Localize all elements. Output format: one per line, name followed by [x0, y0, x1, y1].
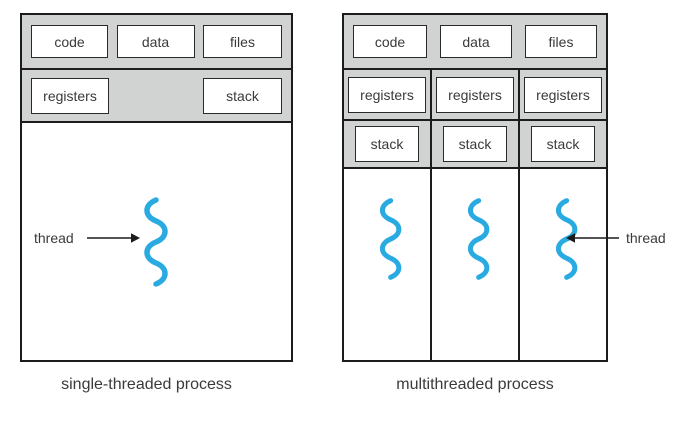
- code-label: code: [374, 33, 406, 50]
- stack-cell: stack: [355, 126, 419, 162]
- registers-label: registers: [43, 87, 97, 104]
- registers-cell: registers: [524, 76, 602, 113]
- thread-squiggle-icon: [467, 198, 490, 280]
- thread-column-1: registers stack: [344, 70, 432, 360]
- thread-arrow-right-icon: [87, 233, 140, 243]
- data-label: data: [141, 33, 170, 50]
- files-label: files: [230, 33, 255, 50]
- registers-label: registers: [360, 86, 414, 103]
- stack-band: stack: [520, 121, 606, 169]
- stack-label: stack: [226, 87, 259, 104]
- process-resources-band: code data files: [344, 15, 606, 70]
- registers-band: registers: [432, 70, 518, 121]
- stack-band: stack: [432, 121, 518, 169]
- caption-single-threaded: single-threaded process: [61, 376, 232, 393]
- files-cell: files: [525, 25, 597, 58]
- registers-band: registers: [344, 70, 430, 121]
- files-label: files: [548, 33, 574, 50]
- code-cell: code: [31, 25, 108, 58]
- thread-area: [432, 169, 518, 360]
- registers-label: registers: [536, 86, 590, 103]
- registers-cell: registers: [348, 76, 426, 113]
- stack-cell: stack: [203, 77, 282, 114]
- thread-area: [520, 169, 606, 360]
- caption-multithreaded: multithreaded process: [396, 376, 554, 393]
- thread-squiggle-icon: [555, 198, 578, 280]
- multithreaded-process-box: code data files registers stack: [342, 13, 608, 362]
- stack-label: stack: [458, 136, 492, 152]
- single-threaded-process-box: code data files registers stack: [20, 13, 293, 362]
- data-cell: data: [440, 25, 512, 58]
- code-label: code: [54, 33, 85, 50]
- process-resources-band: code data files: [22, 15, 291, 70]
- thread-squiggle-icon: [144, 197, 168, 287]
- thread-context-band: registers stack: [22, 70, 291, 123]
- stack-band: stack: [344, 121, 430, 169]
- data-cell: data: [116, 25, 195, 58]
- thread-label: thread: [34, 230, 74, 246]
- thread-arrow-left-icon: [566, 233, 619, 243]
- files-cell: files: [203, 25, 282, 58]
- registers-cell: registers: [31, 77, 109, 114]
- thread-squiggle-icon: [379, 198, 402, 280]
- registers-label: registers: [448, 86, 502, 103]
- registers-band: registers: [520, 70, 606, 121]
- thread-area: [344, 169, 430, 360]
- registers-cell: registers: [436, 76, 514, 113]
- code-cell: code: [353, 25, 427, 58]
- stack-label: stack: [546, 136, 580, 152]
- thread-columns: registers stack regist: [344, 70, 606, 360]
- stack-cell: stack: [531, 126, 595, 162]
- stack-label: stack: [370, 136, 404, 152]
- stack-cell: stack: [443, 126, 507, 162]
- thread-label: thread: [626, 230, 666, 246]
- thread-column-2: registers stack: [432, 70, 520, 360]
- thread-column-3: registers stack: [520, 70, 606, 360]
- data-label: data: [462, 33, 490, 50]
